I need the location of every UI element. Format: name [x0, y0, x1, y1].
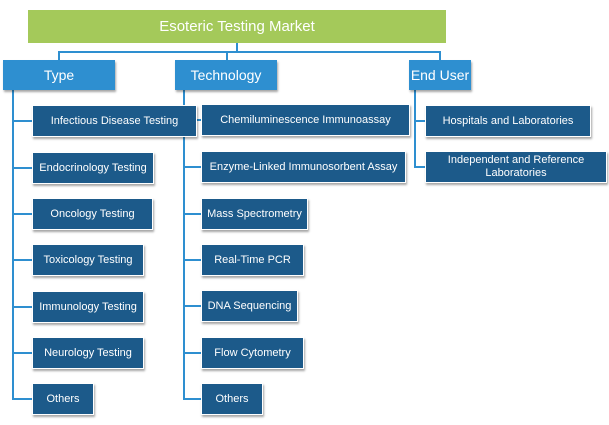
type-oncology-testing: Oncology Testing — [32, 198, 153, 230]
connector-enduser-down — [439, 51, 441, 60]
connector-technology-branch — [183, 398, 201, 400]
connector-technology-branch — [183, 166, 201, 168]
connector-type-branch — [12, 306, 32, 308]
type-infectious-disease-testing: Infectious Disease Testing — [32, 105, 197, 137]
connector-enduser-branch — [414, 166, 425, 168]
connector-technology-down — [226, 51, 228, 60]
connector-technology-branch — [183, 352, 201, 354]
technology-chemiluminescence-immunoassay: Chemiluminescence Immunoassay — [201, 104, 410, 136]
connector-type-branch — [12, 167, 32, 169]
diagram-root-title: Esoteric Testing Market — [28, 10, 446, 43]
technology-real-time-pcr: Real-Time PCR — [201, 244, 304, 276]
technology-others: Others — [201, 383, 263, 415]
type-others: Others — [32, 383, 94, 415]
connector-horizontal-top — [58, 51, 441, 53]
connector-technology-spine — [183, 90, 185, 400]
category-end-user: End User — [409, 60, 471, 90]
category-technology: Technology — [175, 60, 277, 90]
connector-technology-branch — [183, 259, 201, 261]
connector-root-down — [236, 43, 238, 51]
technology-mass-spectrometry: Mass Spectrometry — [201, 198, 308, 230]
technology-flow-cytometry: Flow Cytometry — [201, 337, 304, 369]
connector-type-branch — [12, 398, 32, 400]
technology-elisa: Enzyme-Linked Immunosorbent Assay — [201, 151, 406, 183]
technology-dna-sequencing: DNA Sequencing — [201, 290, 298, 322]
end-user-hospitals-and-laboratories: Hospitals and Laboratories — [425, 105, 591, 137]
connector-type-spine — [12, 90, 14, 400]
connector-type-down — [58, 51, 60, 60]
type-immunology-testing: Immunology Testing — [32, 291, 144, 323]
connector-technology-branch — [183, 305, 201, 307]
connector-enduser-spine — [414, 90, 416, 168]
connector-type-branch — [12, 213, 32, 215]
connector-technology-branch — [183, 213, 201, 215]
category-type: Type — [3, 60, 115, 90]
connector-type-branch — [12, 259, 32, 261]
connector-type-branch — [12, 120, 32, 122]
type-endocrinology-testing: Endocrinology Testing — [32, 152, 154, 184]
end-user-independent-and-reference-laboratories: Independent and Reference Laboratories — [425, 151, 607, 183]
connector-type-branch — [12, 352, 32, 354]
connector-enduser-branch — [414, 120, 425, 122]
type-toxicology-testing: Toxicology Testing — [32, 244, 144, 276]
type-neurology-testing: Neurology Testing — [32, 337, 144, 369]
